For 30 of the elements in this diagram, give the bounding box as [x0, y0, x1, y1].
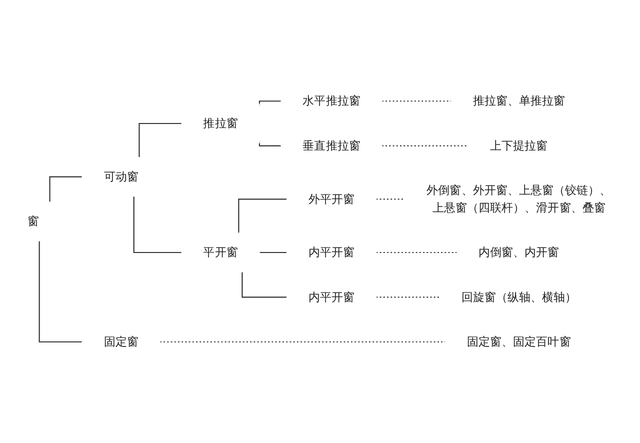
- node-text: 外倒窗、外开窗、上悬窗（铰链）、上悬窗（四联杆）、滑开窗、叠窗: [426, 183, 612, 214]
- connector: [138, 122, 182, 158]
- connector: [258, 252, 287, 254]
- node-text: 垂直推拉窗: [302, 138, 360, 152]
- node-text: 内平开窗: [308, 290, 355, 304]
- connector: [376, 296, 440, 298]
- connector: [376, 252, 457, 254]
- node-text: 推拉窗: [203, 116, 238, 130]
- node-text: 固定窗、固定百叶窗: [467, 334, 571, 348]
- connector: [381, 100, 452, 102]
- node-text: 固定窗: [104, 334, 138, 348]
- connector: [242, 272, 287, 298]
- connector: [381, 145, 468, 146]
- node-text: 上下提拉窗: [490, 138, 548, 152]
- node-text: 回旋窗（纵轴、横轴）: [461, 290, 577, 304]
- node-text: 外平开窗: [308, 192, 355, 206]
- node-text: 推拉窗、单推拉窗: [472, 94, 566, 108]
- node-text: 平开窗: [203, 245, 238, 259]
- node-text: 内倒窗、内开窗: [478, 245, 560, 259]
- connector: [133, 196, 182, 254]
- connector: [49, 176, 82, 202]
- node-text: 窗: [27, 214, 39, 228]
- node-text: 水平推拉窗: [302, 94, 360, 108]
- connector: [258, 100, 282, 106]
- connector: [376, 198, 404, 200]
- node-text: 可动窗: [104, 170, 138, 184]
- connector: [238, 198, 287, 234]
- node-text: 内平开窗: [308, 245, 355, 259]
- connector: [258, 140, 282, 146]
- connector: [38, 240, 82, 342]
